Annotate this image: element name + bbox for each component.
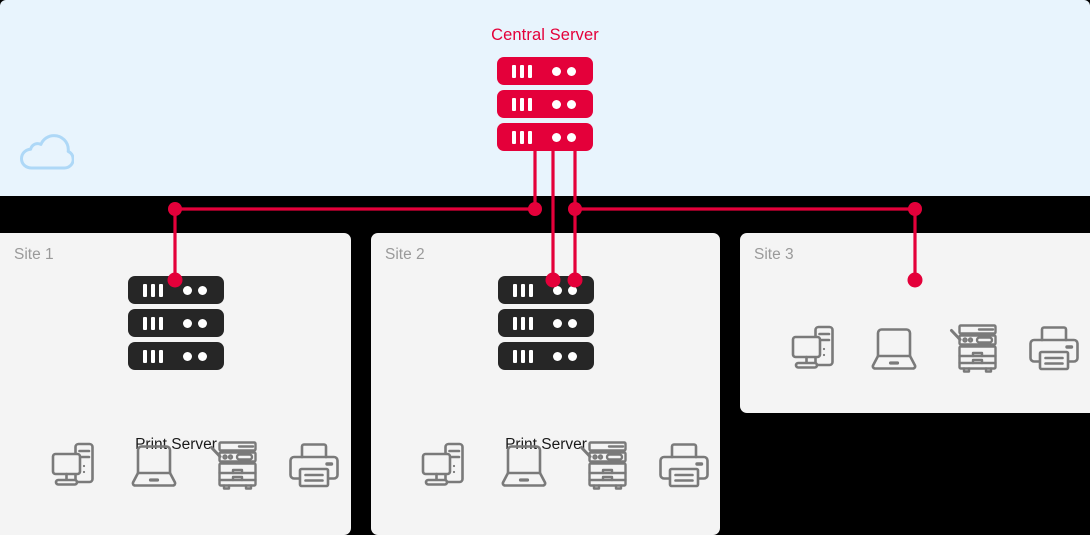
site-1-label: Site 1 [14, 246, 54, 263]
site-2-device-row [416, 437, 712, 493]
printer-icon[interactable] [1026, 320, 1082, 376]
server-vents-icon [143, 283, 163, 297]
multifunction-printer-icon[interactable] [946, 320, 1002, 376]
site-1-print-server[interactable]: Print Server [128, 276, 224, 453]
desktop-computer-icon[interactable] [416, 437, 472, 493]
node-site-2-server-a [545, 272, 561, 288]
server-vents-icon [512, 64, 532, 78]
server-leds-icon [183, 318, 207, 328]
site-3-device-row [786, 320, 1082, 376]
server-unit [497, 57, 593, 85]
server-leds-icon [553, 285, 577, 295]
laptop-icon[interactable] [126, 437, 182, 493]
printer-icon[interactable] [286, 437, 342, 493]
node-site-2-server-b [567, 272, 583, 288]
server-leds-icon [552, 132, 576, 142]
server-leds-icon [552, 66, 576, 76]
printer-icon[interactable] [656, 437, 712, 493]
server-vents-icon [512, 97, 532, 111]
site-2-label: Site 2 [385, 246, 425, 263]
central-server-group: Central Server [444, 26, 646, 151]
site-2-print-server-label: Print Server [505, 436, 587, 453]
server-leds-icon [183, 285, 207, 295]
site-3-label: Site 3 [754, 246, 794, 263]
server-leds-icon [553, 318, 577, 328]
multifunction-printer-icon[interactable] [206, 437, 262, 493]
site-1-device-row [46, 437, 342, 493]
node-bus-site-1 [168, 202, 182, 216]
node-bus-central [528, 202, 542, 216]
server-unit [497, 123, 593, 151]
node-site-3-endpoint [907, 272, 923, 288]
server-vents-icon [513, 349, 533, 363]
site-1-print-server-label: Print Server [135, 436, 217, 453]
node-site-1-server [167, 272, 183, 288]
multifunction-printer-icon[interactable] [576, 437, 632, 493]
cloud-icon [20, 134, 74, 170]
server-unit [498, 309, 594, 337]
laptop-icon[interactable] [866, 320, 922, 376]
central-server-title: Central Server [491, 26, 599, 44]
server-leds-icon [552, 99, 576, 109]
server-vents-icon [143, 316, 163, 330]
server-vents-icon [513, 316, 533, 330]
server-unit [498, 342, 594, 370]
desktop-computer-icon[interactable] [786, 320, 842, 376]
server-leds-icon [183, 351, 207, 361]
server-leds-icon [553, 351, 577, 361]
central-server-stack[interactable] [497, 57, 593, 151]
desktop-computer-icon[interactable] [46, 437, 102, 493]
node-bus-site-3-branch [568, 202, 582, 216]
server-unit [497, 90, 593, 118]
server-vents-icon [513, 283, 533, 297]
laptop-icon[interactable] [496, 437, 552, 493]
server-vents-icon [512, 130, 532, 144]
server-vents-icon [143, 349, 163, 363]
server-unit [128, 309, 224, 337]
server-unit [128, 342, 224, 370]
node-bus-site-3 [908, 202, 922, 216]
